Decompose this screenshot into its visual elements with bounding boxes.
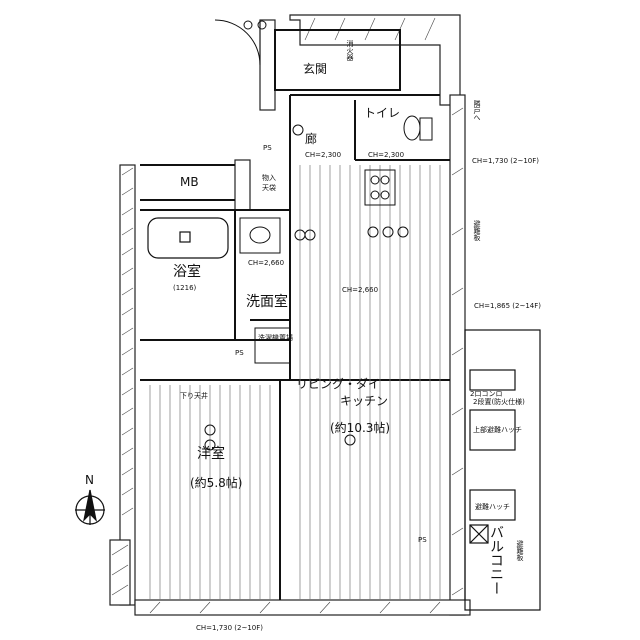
western-size-label: (約5.8帖) bbox=[190, 475, 242, 490]
hall-label: 廊 bbox=[305, 131, 317, 146]
western-label: 洋室 bbox=[197, 445, 225, 462]
balcony-hatch-note: 2段置(防火仕様) bbox=[473, 397, 525, 406]
living-size-label: (約10.3帖) bbox=[330, 420, 390, 435]
compass-north-label: N bbox=[85, 473, 94, 487]
exterior-walls bbox=[109, 14, 471, 616]
interior-walls bbox=[140, 29, 450, 600]
balcony-label: バルコニー bbox=[488, 525, 504, 595]
partition-label: 避難板 bbox=[516, 539, 524, 562]
stove-fixture bbox=[364, 169, 396, 206]
storage2-label: 天袋 bbox=[262, 183, 276, 192]
ps-label-3: PS bbox=[418, 536, 427, 544]
toilet-label: トイレ bbox=[364, 106, 400, 120]
ch-wash-note: CH=2,660 bbox=[248, 259, 284, 267]
ch-right1-note: CH=1,730 (2~10F) bbox=[472, 157, 539, 165]
fire-extinguisher-note: 消火器 bbox=[346, 39, 354, 62]
floor-stripes bbox=[149, 165, 441, 600]
laundry-box bbox=[254, 327, 291, 364]
living-label-line2: キッチン bbox=[340, 394, 388, 408]
toilet-fixture bbox=[403, 115, 433, 141]
side-note-2: 避難板 bbox=[473, 219, 481, 242]
ceiling-lights bbox=[204, 124, 409, 451]
ch-bottom-note: CH=1,730 (2~10F) bbox=[196, 624, 263, 632]
ps-label-1: PS bbox=[263, 144, 272, 152]
side-note-1: 隣戸へ bbox=[473, 99, 481, 121]
balcony-hatch-label: 避難ハッチ bbox=[475, 502, 510, 511]
ch-entrance-note: CH=2,300 bbox=[305, 151, 341, 159]
north-compass bbox=[75, 489, 105, 525]
entrance-label: 玄関 bbox=[303, 61, 327, 76]
ps-label-2: PS bbox=[235, 349, 244, 357]
bath-size-label: (1216) bbox=[173, 284, 197, 292]
ch-toilet-note: CH=2,300 bbox=[368, 151, 404, 159]
balcony-hatch-upper-label: 上部避難ハッチ bbox=[473, 425, 522, 434]
bathtub bbox=[147, 217, 229, 259]
living-label-line1: リビング・ダイ bbox=[296, 376, 380, 391]
entrance-door bbox=[214, 19, 267, 66]
balcony-area bbox=[464, 329, 541, 611]
bath-label: 浴室 bbox=[173, 263, 201, 280]
wash-basin bbox=[239, 217, 281, 254]
downlight-note: 下り天井 bbox=[180, 391, 208, 400]
washroom-label: 洗面室 bbox=[246, 293, 288, 310]
ch-right2-note: CH=1,865 (2~14F) bbox=[474, 302, 541, 310]
kitchen-note-label: 2口コンロ bbox=[470, 390, 502, 398]
storage-label: 物入 bbox=[262, 173, 276, 182]
laundry-label: 洗濯機置場 bbox=[258, 333, 293, 342]
wall-hatching bbox=[111, 17, 464, 614]
ch-living-note: CH=2,660 bbox=[342, 286, 378, 294]
mb-label: MB bbox=[180, 175, 199, 189]
